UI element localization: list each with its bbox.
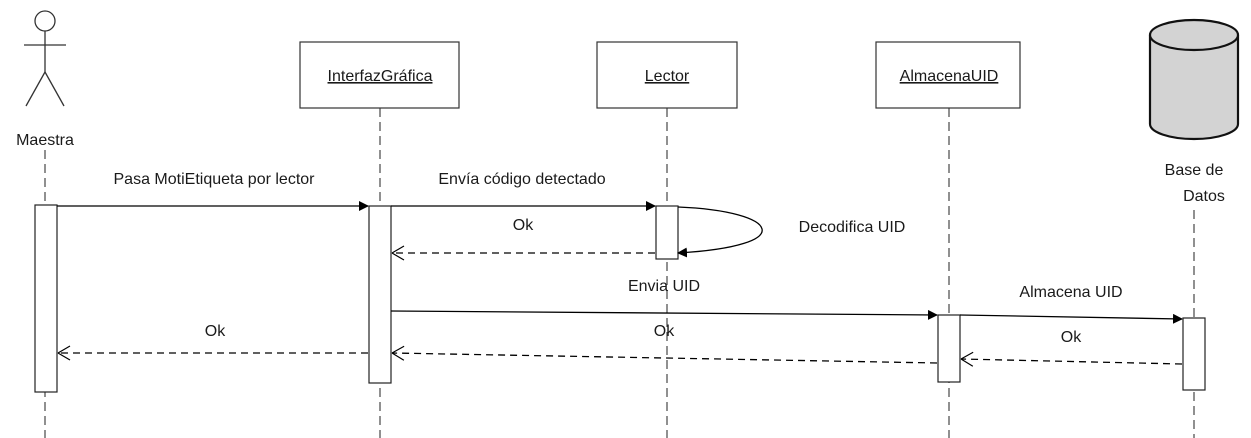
return-ok-db-arrow bbox=[960, 351, 1183, 367]
activation-database bbox=[1182, 317, 1206, 391]
actor-label: Maestra bbox=[16, 132, 74, 149]
activation-maestra bbox=[34, 204, 58, 393]
return-ok-almacena-label: Ok bbox=[654, 323, 675, 340]
message-envia-uid-label: Envia UID bbox=[628, 278, 700, 295]
participant-almacena: AlmacenaUID bbox=[875, 41, 1021, 109]
database-body bbox=[1148, 35, 1240, 141]
database-cylinder-icon bbox=[1148, 18, 1240, 141]
participant-label: Lector bbox=[645, 68, 690, 85]
return-ok-lector-label: Ok bbox=[513, 217, 534, 234]
activation-lector bbox=[655, 205, 679, 260]
actor-maestra bbox=[24, 10, 66, 107]
message-almacena-uid-arrow bbox=[959, 313, 1183, 324]
participant-box bbox=[875, 41, 1021, 109]
return-ok-almacena-arrow bbox=[391, 345, 938, 364]
message-envia-codigo-label: Envía código detectado bbox=[438, 171, 605, 188]
message-almacena-uid-label: Almacena UID bbox=[1019, 284, 1122, 301]
database-label-line1: Base de bbox=[1165, 162, 1224, 179]
participant-label: InterfazGráfica bbox=[328, 68, 433, 85]
message-decodifica-label: Decodifica UID bbox=[799, 219, 906, 236]
participant-label: AlmacenaUID bbox=[900, 68, 999, 85]
participant-interfaz: InterfazGráfica bbox=[299, 41, 460, 109]
actor-leg-left bbox=[25, 71, 46, 107]
message-envia-uid-arrow bbox=[390, 309, 938, 320]
participant-box bbox=[299, 41, 460, 109]
participant-box bbox=[596, 41, 738, 109]
message-pasa-label: Pasa MotiEtiqueta por lector bbox=[114, 171, 316, 188]
activation-interfaz bbox=[368, 205, 392, 384]
activation-almacena bbox=[937, 314, 961, 383]
return-ok-interfaz-label: Ok bbox=[205, 323, 226, 340]
return-ok-db-label: Ok bbox=[1061, 329, 1082, 346]
actor-head bbox=[34, 10, 56, 32]
database-top bbox=[1148, 18, 1240, 52]
actor-leg-right bbox=[44, 71, 65, 107]
participant-lector: Lector bbox=[596, 41, 738, 109]
database-label-line2: Datos bbox=[1183, 188, 1225, 205]
message-decodifica-arrow bbox=[677, 206, 763, 258]
